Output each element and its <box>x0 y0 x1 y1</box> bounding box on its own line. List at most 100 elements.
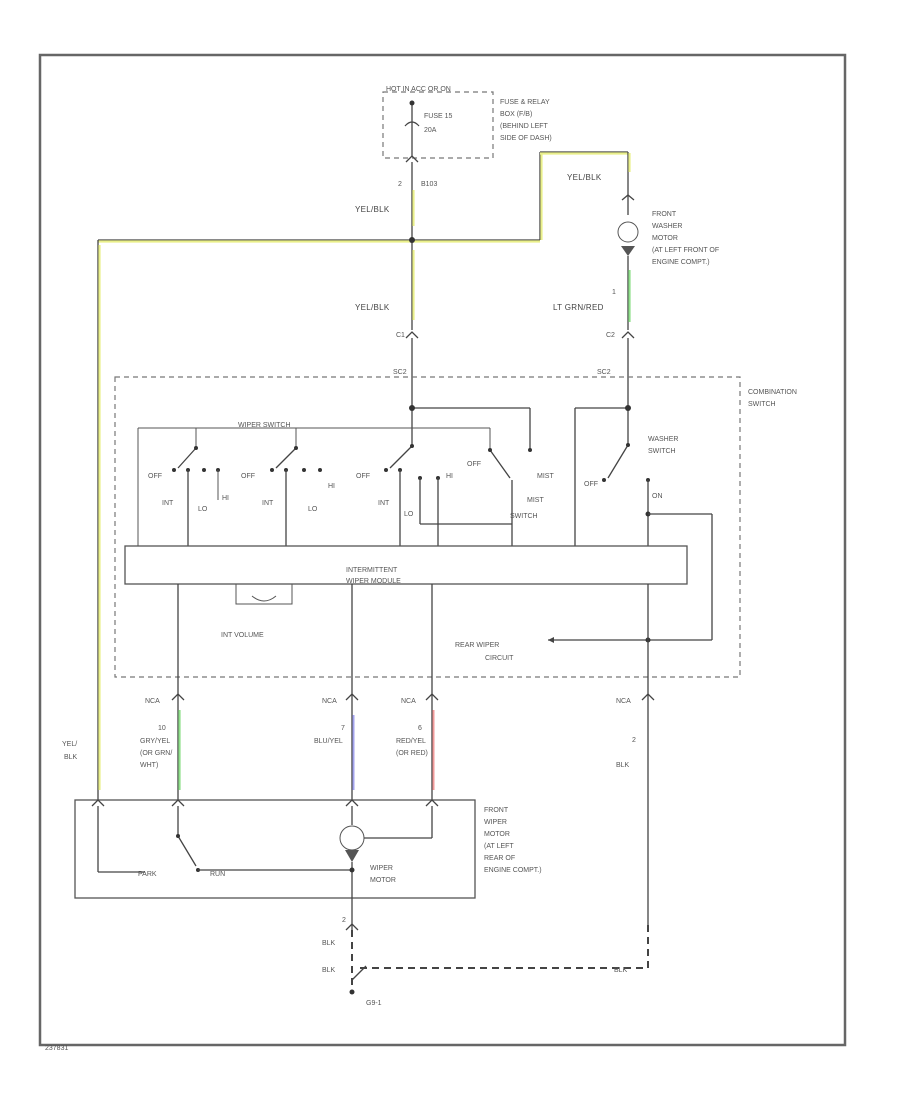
pos-lo-1: LO <box>198 506 208 513</box>
red-yel-pin: 6 <box>418 725 422 732</box>
pos-lo-3: LO <box>404 511 414 518</box>
pin-washer: 1 <box>612 289 616 296</box>
yel-blk-feed-wires <box>97 151 631 800</box>
fuse-box-desc-4: SIDE OF DASH) <box>500 135 552 142</box>
pos-hi-1: HI <box>222 495 229 502</box>
wiper-motor-desc-5: REAR OF <box>484 855 515 862</box>
module-label-2: WIPER MODULE <box>346 578 401 585</box>
connector-pin-b103 <box>405 155 419 163</box>
module-output-wires <box>177 584 649 925</box>
wiper-motor-desc-2: WIPER <box>484 819 507 826</box>
washer-pos-off: OFF <box>584 481 598 488</box>
wiper-motor-inner-1: WIPER <box>370 865 393 872</box>
washer-switch[interactable] <box>548 443 713 643</box>
pos-off-3: OFF <box>356 473 370 480</box>
pin-top: 2 <box>398 181 402 188</box>
yel-blk-label-3: YEL/BLK <box>355 303 390 312</box>
yel-blk-label-1: YEL/BLK <box>355 205 390 214</box>
front-washer-motor: FRONT WASHER MOTOR (AT LEFT FRONT OF ENG… <box>617 194 719 330</box>
washer-pos-on: ON <box>652 493 663 500</box>
fuse-box-desc-3: (BEHIND LEFT <box>500 123 549 130</box>
connector-c2: C2 <box>606 332 615 339</box>
connector-b103: B103 <box>421 181 437 188</box>
blu-yel-label: BLU/YEL <box>314 738 343 745</box>
pos-hi-3: HI <box>446 473 453 480</box>
pos-off-4: OFF <box>467 461 481 468</box>
yel-blk-left-1: YEL/ <box>62 741 77 748</box>
mist-switch-label-1: MIST <box>527 497 544 504</box>
ground-point <box>349 989 355 995</box>
connector-nca-4: NCA <box>616 698 631 705</box>
ground-label: G9-1 <box>366 1000 382 1007</box>
rear-wiper-label-1: REAR WIPER <box>455 642 499 649</box>
ground-blk-3: BLK <box>614 967 628 974</box>
fuse-rating: 20A <box>424 127 437 134</box>
yel-blk-left-2: BLK <box>64 754 78 761</box>
lt-grn-red-label: LT GRN/RED <box>553 303 604 312</box>
blk-pin: 2 <box>632 737 636 744</box>
washer-switch-label-1: WASHER <box>648 436 678 443</box>
red-yel-label-1: RED/YEL <box>396 738 426 745</box>
fuse-relay-box: HOT IN ACC OR ON FUSE 15 20A FUSE & RELA… <box>382 86 552 159</box>
pos-int-3: INT <box>378 500 390 507</box>
motor-armature <box>339 825 365 851</box>
connector-sc2-a: SC2 <box>393 369 407 376</box>
fuse-box-header: HOT IN ACC OR ON <box>386 86 451 93</box>
wiper-motor-inner-2: MOTOR <box>370 877 396 884</box>
pos-off-1: OFF <box>148 473 162 480</box>
splice-point <box>409 237 415 243</box>
ground-pin: 2 <box>342 917 346 924</box>
motor-symbol <box>621 246 635 256</box>
connector-nca-3: NCA <box>401 698 416 705</box>
fuse-box-desc-2: BOX (F/B) <box>500 111 532 118</box>
washer-motor-desc-2: WASHER <box>652 223 682 230</box>
mist-switch-label-2: SWITCH <box>510 513 538 520</box>
wiper-motor-desc-6: ENGINE COMPT.) <box>484 867 542 874</box>
fuse-symbol <box>404 121 420 127</box>
washer-motor-desc-5: ENGINE COMPT.) <box>652 259 710 266</box>
ground-blk-2: BLK <box>322 967 336 974</box>
red-yel-label-2: (OR RED) <box>396 750 428 757</box>
int-volume-label: INT VOLUME <box>221 632 264 639</box>
module-label-1: INTERMITTENT <box>346 567 398 574</box>
wiper-motor-desc-3: MOTOR <box>484 831 510 838</box>
washer-motor-desc-1: FRONT <box>652 211 677 218</box>
pos-off-2: OFF <box>241 473 255 480</box>
yel-blk-label-2: YEL/BLK <box>567 173 602 182</box>
diagram-id: 237831 <box>45 1045 68 1052</box>
combination-switch-label-2: SWITCH <box>748 401 776 408</box>
intermittent-wiper-module: INTERMITTENT WIPER MODULE <box>124 545 688 605</box>
diagram-frame <box>38 53 847 1047</box>
park-switch-blade <box>177 835 197 867</box>
wiper-switch-title: WIPER SWITCH <box>238 422 291 429</box>
int-volume-resistor <box>251 595 277 602</box>
ground-blk-1: BLK <box>322 940 336 947</box>
combination-switch-label-1: COMBINATION <box>748 389 797 396</box>
park-label: PARK <box>138 871 157 878</box>
wiper-switch[interactable] <box>172 444 532 546</box>
wiper-motor-desc-1: FRONT <box>484 807 509 814</box>
gry-yel-pin: 10 <box>158 725 166 732</box>
blk-label: BLK <box>616 762 630 769</box>
run-label: RUN <box>210 871 225 878</box>
rear-wiper-label-2: CIRCUIT <box>485 655 514 662</box>
washer-motor-desc-4: (AT LEFT FRONT OF <box>652 247 719 254</box>
washer-motor-desc-3: MOTOR <box>652 235 678 242</box>
pos-int-2: INT <box>262 500 274 507</box>
front-wiper-motor <box>74 799 476 930</box>
fuse-box-desc-1: FUSE & RELAY <box>500 99 550 106</box>
fuse-label: FUSE 15 <box>424 113 453 120</box>
ground-circuit <box>345 923 649 995</box>
combination-switch: COMBINATION SWITCH <box>114 376 797 678</box>
connector-sc2-b: SC2 <box>597 369 611 376</box>
washer-switch-label-2: SWITCH <box>648 448 676 455</box>
gry-yel-label-2: (OR GRN/ <box>140 750 172 757</box>
pos-hi-2: HI <box>328 483 335 490</box>
pos-mist: MIST <box>537 473 554 480</box>
switch-internal-wiring <box>137 405 631 546</box>
gry-yel-label-3: WHT) <box>140 762 158 769</box>
blu-yel-pin: 7 <box>341 725 345 732</box>
pos-int-1: INT <box>162 500 174 507</box>
connector-nca-1: NCA <box>145 698 160 705</box>
